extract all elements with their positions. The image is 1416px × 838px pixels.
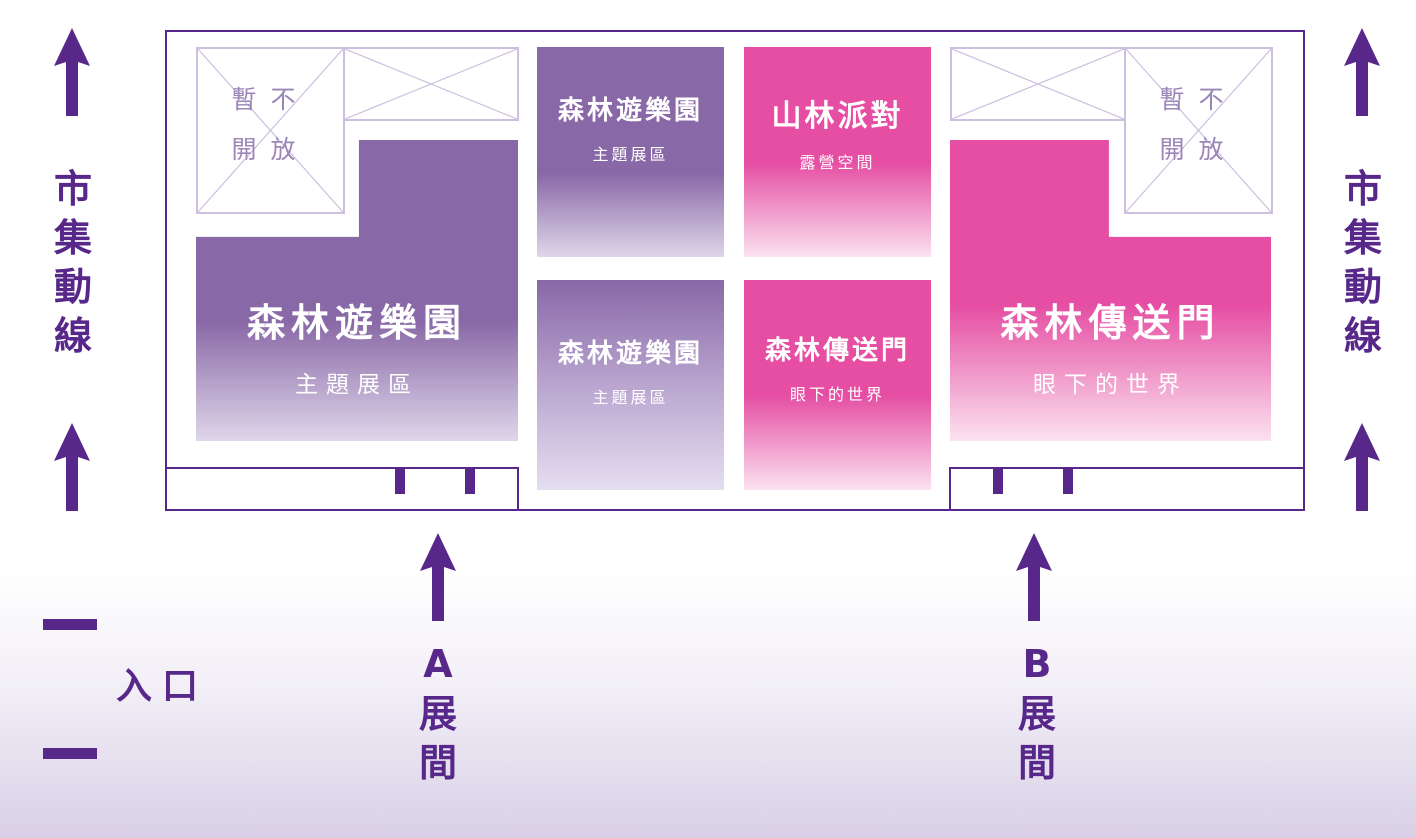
cross-icon	[1126, 49, 1271, 212]
zone-subtitle: 眼下的世界	[789, 385, 885, 404]
hall-a-letter: A	[423, 642, 453, 686]
arrow-up-icon	[1344, 28, 1380, 116]
arrow-up-icon	[420, 533, 456, 621]
cross-icon	[952, 49, 1124, 119]
entrance-corridor-b	[949, 467, 1305, 511]
closed-area-left: 暫不 開放	[196, 47, 345, 214]
closed-area-right-top	[950, 47, 1126, 121]
arrow-up-icon	[54, 28, 90, 116]
door-marker	[395, 468, 405, 494]
arrow-up-icon	[1344, 423, 1380, 511]
market-route-label-left: 市集動線	[53, 167, 92, 358]
closed-label: 開放	[1159, 135, 1238, 164]
zone-mid-top[interactable]: 森林遊樂園 主題展區	[537, 47, 724, 257]
zone-pink-top[interactable]: 山林派對 露營空間	[744, 47, 931, 257]
zone-subtitle: 主題展區	[592, 387, 669, 407]
door-marker	[465, 468, 475, 494]
closed-label: 暫不	[1159, 85, 1238, 114]
door-marker	[1063, 468, 1073, 494]
arrow-up-icon	[54, 423, 90, 511]
door-marker	[993, 468, 1003, 494]
zone-pink-bottom[interactable]: 森林傳送門 眼下的世界	[744, 280, 931, 490]
main-entrance-label: 入口	[115, 666, 208, 707]
zone-title: 森林遊樂園	[557, 338, 703, 369]
zone-subtitle: 眼下的世界	[1033, 372, 1188, 398]
closed-label: 暫不	[231, 85, 310, 114]
cross-icon	[198, 49, 343, 212]
closed-area-right: 暫不 開放	[1124, 47, 1273, 214]
zone-title: 森林傳送門	[764, 336, 910, 366]
floor-outline	[165, 30, 1305, 511]
zone-left-large[interactable]: 森林遊樂園 主題展區	[196, 140, 518, 441]
zone-title: 森林遊樂園	[246, 301, 467, 345]
hall-a-label: 展間	[418, 692, 457, 785]
zone-mid-bottom[interactable]: 森林遊樂園 主題展區	[537, 280, 724, 490]
hall-b-letter: B	[1022, 642, 1052, 686]
entrance-line	[43, 619, 97, 630]
hall-b-label: 展間	[1017, 692, 1056, 785]
cross-icon	[345, 49, 517, 119]
closed-label: 開放	[231, 135, 310, 164]
closed-area-left-top	[343, 47, 519, 121]
zone-subtitle: 主題展區	[295, 372, 419, 398]
zone-subtitle: 主題展區	[592, 144, 669, 164]
zone-title: 森林傳送門	[1000, 301, 1221, 345]
zone-title: 森林遊樂園	[557, 95, 703, 126]
arrow-up-icon	[1016, 533, 1052, 621]
zone-subtitle: 露營空間	[799, 153, 876, 172]
entrance-line	[43, 748, 97, 759]
market-route-label-right: 市集動線	[1343, 167, 1382, 358]
entrance-corridor-a	[165, 467, 519, 511]
zone-title: 山林派對	[771, 99, 904, 134]
